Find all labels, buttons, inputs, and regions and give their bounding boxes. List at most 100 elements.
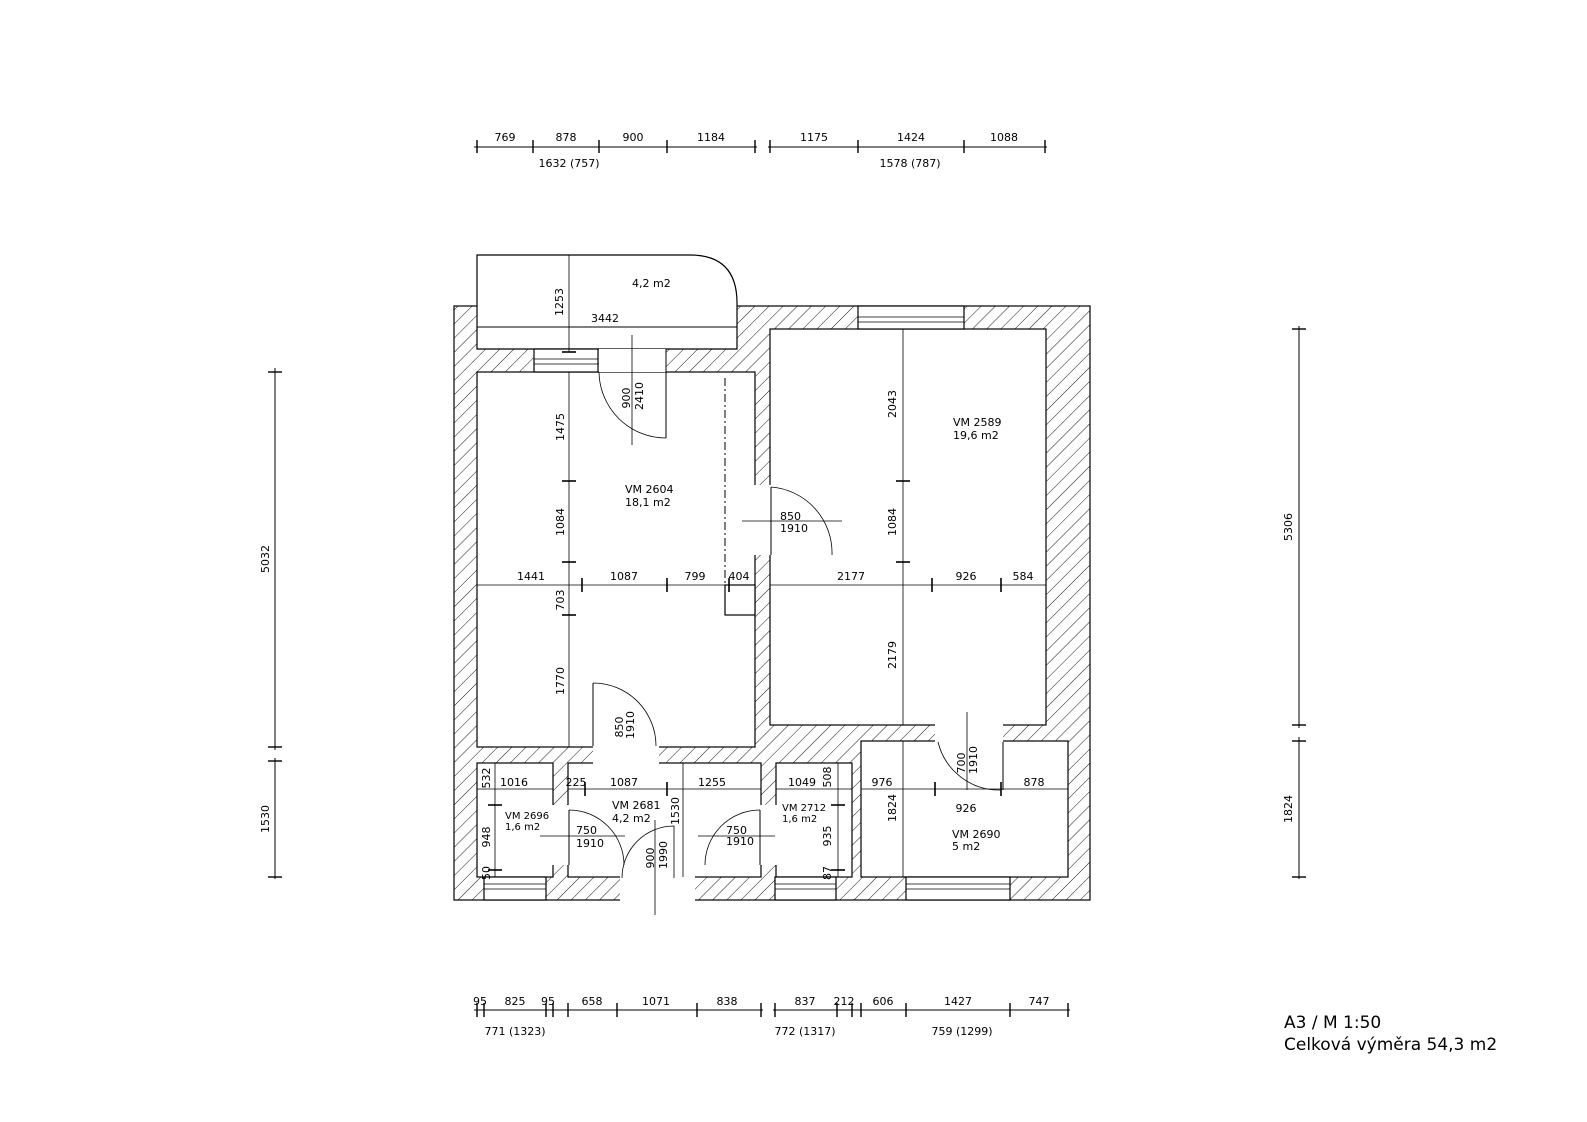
- dim-h: 878: [1024, 776, 1045, 789]
- interior-dimension-lines: [477, 255, 1068, 915]
- dim-balcony-h: 1253: [553, 288, 566, 316]
- room-2712-id: VM 2712: [782, 803, 826, 814]
- dim-bottom: 1427: [944, 995, 972, 1008]
- dim-v: 87: [821, 866, 834, 880]
- dim-v: 1770: [554, 667, 567, 695]
- room-2690-id: VM 2690: [952, 828, 1001, 841]
- dim-bottom: 825: [505, 995, 526, 1008]
- dim-door: 850: [613, 717, 626, 738]
- dim-v: 703: [554, 590, 567, 611]
- dim-bottom-total: 759 (1299): [931, 1025, 992, 1038]
- dim-h: 926: [956, 570, 977, 583]
- dim-v: 532: [480, 768, 493, 789]
- dim-top: 900: [623, 131, 644, 144]
- dim-top: 878: [556, 131, 577, 144]
- dim-door: 900: [644, 848, 657, 869]
- dim-top: 1424: [897, 131, 925, 144]
- dim-bottom-total: 772 (1317): [774, 1025, 835, 1038]
- dim-h: 976: [872, 776, 893, 789]
- dim-h: 1087: [610, 570, 638, 583]
- dim-bottom: 837: [795, 995, 816, 1008]
- dim-h: 1016: [500, 776, 528, 789]
- left-dimension-chain: [268, 368, 282, 879]
- dim-h: 1087: [610, 776, 638, 789]
- room-2604-area: 18,1 m2: [625, 496, 671, 509]
- room-2589-id: VM 2589: [953, 416, 1002, 429]
- dim-h: 799: [685, 570, 706, 583]
- dim-top: 1184: [697, 131, 725, 144]
- room-2696-id: VM 2696: [505, 811, 549, 822]
- dim-h: 584: [1013, 570, 1034, 583]
- dim-top-total: 1578 (787): [879, 157, 940, 170]
- dim-door: 850: [780, 510, 801, 523]
- right-dimension-chain: [1292, 326, 1306, 879]
- dim-door: 750: [726, 824, 747, 837]
- room-2604-id: VM 2604: [625, 483, 674, 496]
- dim-h: 2177: [837, 570, 865, 583]
- dim-door: 750: [576, 824, 597, 837]
- dim-door: 900: [620, 388, 633, 409]
- room-2589-area: 19,6 m2: [953, 429, 999, 442]
- dim-door: 1910: [967, 746, 980, 774]
- dim-top: 769: [495, 131, 516, 144]
- dim-door: 1910: [624, 711, 637, 739]
- sheet-scale: A3 / M 1:50: [1284, 1013, 1382, 1033]
- dim-v: 1475: [554, 413, 567, 441]
- dim-right: 1824: [1282, 795, 1295, 823]
- dim-bottom: 747: [1029, 995, 1050, 1008]
- room-2589-floor: [769, 328, 1047, 726]
- dim-balcony-w: 3442: [591, 312, 619, 325]
- dim-v: 1530: [669, 797, 682, 825]
- dim-h: 1441: [517, 570, 545, 583]
- room-2690-floor: [860, 740, 1069, 878]
- dim-bottom: 95: [473, 995, 487, 1008]
- room-2712-area: 1,6 m2: [782, 814, 817, 825]
- dim-right: 5306: [1282, 513, 1295, 541]
- room-2681-id: VM 2681: [612, 799, 661, 812]
- windows: [483, 305, 1011, 901]
- dim-top: 1088: [990, 131, 1018, 144]
- total-area: Celková výměra 54,3 m2: [1284, 1035, 1498, 1055]
- dim-v: 1084: [886, 508, 899, 536]
- dim-bottom: 95: [541, 995, 555, 1008]
- dim-v: 508: [821, 767, 834, 788]
- balcony-area: 4,2 m2: [632, 277, 671, 290]
- interior-ticks: [488, 351, 1002, 871]
- sheet-info: A3 / M 1:50 Celková výměra 54,3 m2: [1284, 1012, 1497, 1056]
- dim-h: 225: [566, 776, 587, 789]
- door-gaps: [552, 349, 1003, 901]
- dim-v: 948: [480, 827, 493, 848]
- dim-h: 1049: [788, 776, 816, 789]
- room-2712-floor: [775, 762, 853, 878]
- room-2696-floor: [476, 762, 554, 878]
- dim-door: 1910: [576, 837, 604, 850]
- room-2604-bay: [724, 584, 756, 616]
- dim-door: 1910: [726, 835, 754, 848]
- dim-v: 2179: [886, 641, 899, 669]
- dim-v: 2043: [886, 390, 899, 418]
- dim-door: 1990: [657, 841, 670, 869]
- dim-bottom-total: 771 (1323): [484, 1025, 545, 1038]
- dim-bottom: 212: [834, 995, 855, 1008]
- top-dimension-chain: [474, 140, 1047, 153]
- room-2604-floor: [476, 371, 756, 748]
- dim-v: 1084: [554, 508, 567, 536]
- dim-bottom: 838: [717, 995, 738, 1008]
- dim-top-total: 1632 (757): [538, 157, 599, 170]
- dim-door: 1910: [780, 522, 808, 535]
- dim-door: 700: [955, 753, 968, 774]
- dim-left: 1530: [259, 805, 272, 833]
- dim-v: 935: [821, 826, 834, 847]
- door-swings: [568, 349, 1004, 879]
- dim-v: 50: [480, 866, 493, 880]
- dim-door: 2410: [633, 382, 646, 410]
- dim-bottom: 1071: [642, 995, 670, 1008]
- dim-h: 1255: [698, 776, 726, 789]
- dim-h: 404: [729, 570, 750, 583]
- dim-left: 5032: [259, 545, 272, 573]
- dim-v: 1824: [886, 794, 899, 822]
- bottom-dimension-chain: [474, 1003, 1070, 1017]
- dim-top: 1175: [800, 131, 828, 144]
- dim-bottom: 658: [582, 995, 603, 1008]
